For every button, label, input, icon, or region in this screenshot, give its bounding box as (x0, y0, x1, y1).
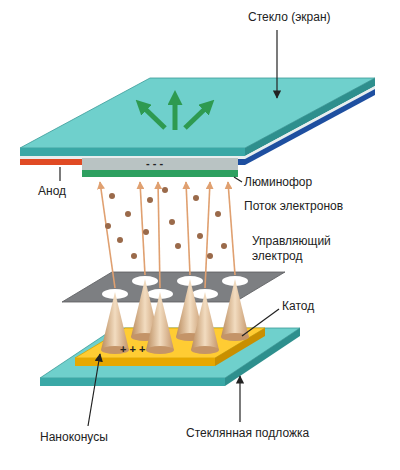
screen-label: Стекло (экран) (248, 10, 331, 25)
nanocones (101, 279, 249, 354)
electron-flow-label: Поток электронов (244, 199, 343, 214)
charge-sign: + + + (120, 343, 145, 355)
nanocones-label: Наноконусы (40, 430, 108, 445)
charge-sign: - - - (146, 157, 163, 169)
light-arrows (140, 96, 210, 130)
leader-lines (60, 30, 279, 426)
control-grid (62, 272, 285, 302)
screen-glass (20, 78, 375, 177)
cathode-label: Катод (282, 299, 314, 314)
substrate-label: Стеклянная подложка (186, 426, 309, 441)
control-electrode-label: Управляющий электрод (252, 234, 362, 264)
electron-beams (100, 182, 235, 288)
electron-dots (105, 187, 227, 259)
phosphor-label: Люминофор (244, 175, 312, 190)
anode-label: Анод (38, 184, 66, 199)
